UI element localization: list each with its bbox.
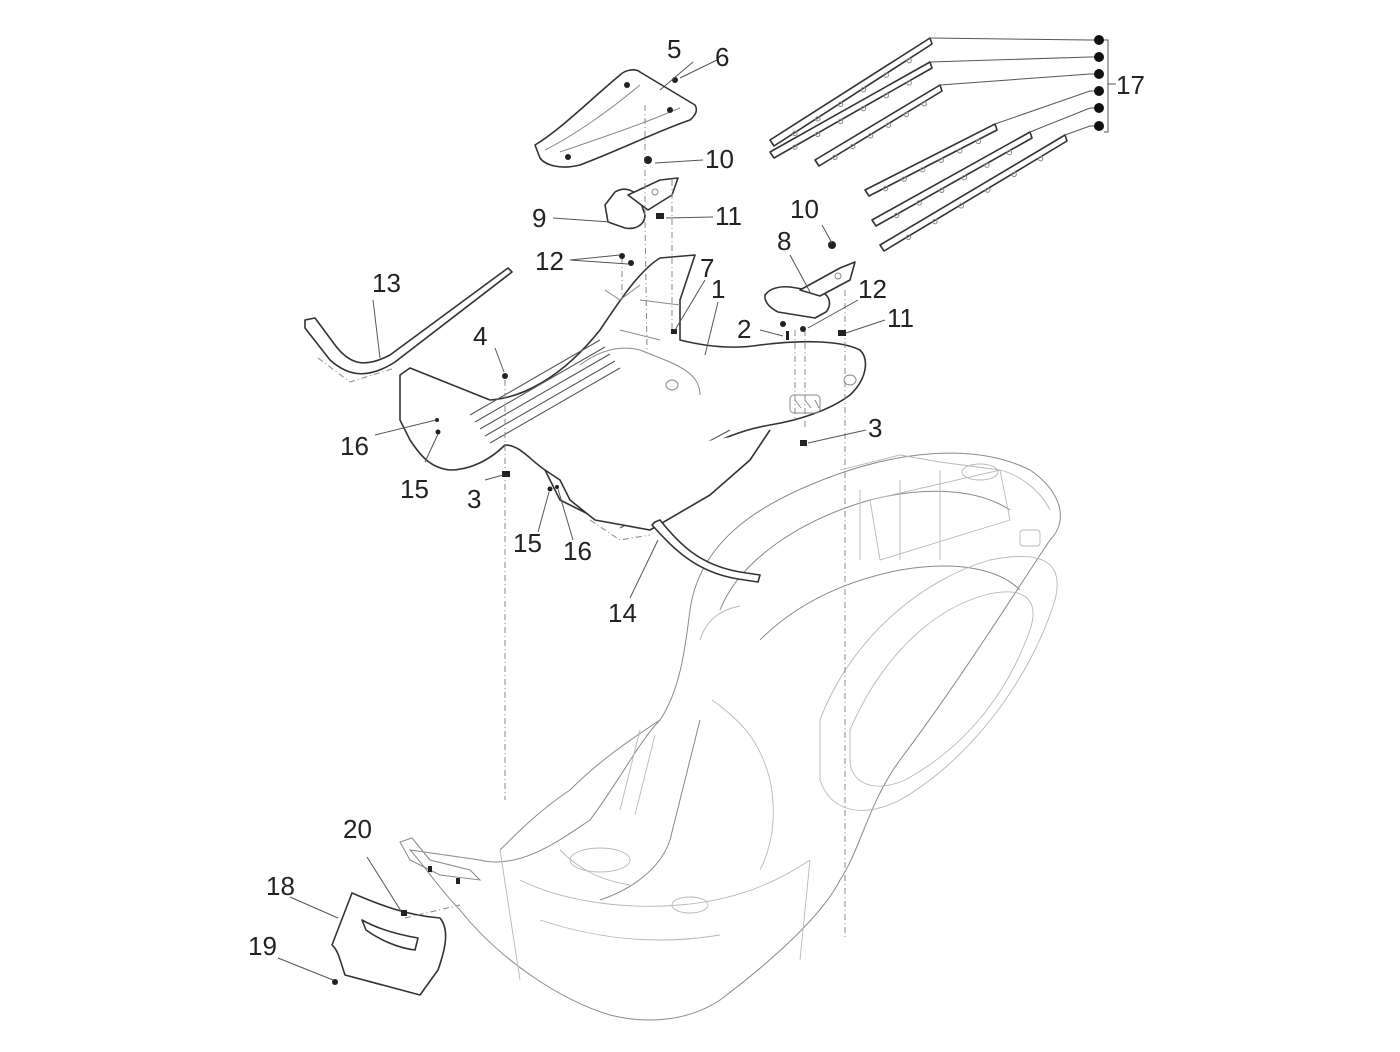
strip-nub [883, 93, 889, 99]
strip-dot [1094, 103, 1104, 113]
rubber-strip [871, 131, 1033, 227]
callout-labels: 1 2 3 3 4 5 6 7 8 9 10 10 11 11 12 12 13… [248, 34, 1145, 961]
strip-nub [901, 176, 907, 182]
strip-nub [882, 185, 889, 192]
callout-4: 4 [473, 321, 487, 351]
strip-dot [1094, 35, 1104, 45]
strip-nub [837, 118, 844, 125]
callout-3: 3 [467, 484, 481, 514]
callout-11: 11 [887, 303, 914, 333]
strip-nub [837, 101, 844, 107]
strip-nub [939, 187, 945, 193]
callout-19: 19 [248, 931, 277, 961]
callout-16: 16 [340, 431, 369, 461]
strip-nub [860, 87, 867, 93]
rubber-strip [769, 61, 933, 159]
strip-nub [850, 143, 856, 150]
part-17-bracket [929, 35, 1116, 136]
callout-5: 5 [667, 34, 681, 64]
strip-nub [906, 57, 912, 64]
callout-6: 6 [715, 42, 729, 72]
strip-nub [860, 105, 867, 112]
strip-nub [885, 122, 892, 128]
rubber-strip [864, 123, 998, 197]
part-1-footboard-panel [399, 254, 867, 531]
strip-leader [1064, 125, 1098, 136]
strip-dot [1094, 121, 1104, 131]
callout-10: 10 [790, 194, 819, 224]
callout-15: 15 [400, 474, 429, 504]
strip-nub [916, 200, 922, 206]
strip-leader [929, 56, 1098, 63]
strip-nub [961, 175, 967, 181]
strip-nub [906, 80, 912, 86]
strip-nub [815, 131, 821, 137]
strip-dot [1094, 69, 1104, 79]
strip-leader [1029, 107, 1098, 133]
strip-nub [1006, 149, 1013, 156]
part-18-front-cover [331, 892, 447, 996]
strip-nub [867, 133, 874, 139]
strip-leader [939, 73, 1098, 86]
strip-nub [958, 203, 964, 209]
callout-17: 17 [1116, 70, 1145, 100]
strip-nub [984, 162, 990, 168]
callout-12: 12 [535, 246, 564, 276]
callout-10: 10 [705, 144, 734, 174]
callout-8: 8 [777, 226, 791, 256]
leader-lines [277, 59, 886, 981]
strip-leader [994, 90, 1098, 125]
callout-15: 15 [513, 528, 542, 558]
strip-nub [1037, 156, 1044, 162]
callout-20: 20 [343, 814, 372, 844]
callout-13: 13 [372, 268, 401, 298]
callout-3: 3 [868, 413, 882, 443]
part-8-right-footrest [764, 261, 856, 319]
part-14-right-trim [651, 519, 761, 583]
callout-2: 2 [737, 314, 751, 344]
rubber-strip [814, 84, 943, 167]
strip-nub [903, 111, 909, 118]
strip-leader [929, 37, 1098, 41]
strip-dot [1094, 86, 1104, 96]
rubber-strip [879, 134, 1068, 252]
fasteners [332, 77, 846, 985]
callout-18: 18 [266, 871, 295, 901]
scooter-body-frame [399, 452, 1061, 1021]
strip-nub [832, 154, 838, 160]
strip-nub [921, 101, 927, 107]
rubber-strip [769, 37, 933, 147]
callout-7: 7 [700, 253, 714, 283]
strip-nub [938, 157, 944, 163]
part-5-tunnel-cover [534, 69, 698, 168]
strip-dot [1094, 52, 1104, 62]
part-17-rubber-strips [769, 37, 1068, 252]
callout-16: 16 [563, 536, 592, 566]
callout-14: 14 [608, 598, 637, 628]
strip-nub [985, 187, 991, 193]
strip-nub [957, 148, 963, 154]
strip-nub [1011, 171, 1017, 178]
part-13-left-trim [304, 267, 513, 383]
callout-12: 12 [858, 274, 887, 304]
callout-1: 1 [711, 274, 725, 304]
strip-nub [815, 116, 821, 122]
strip-nub [792, 130, 798, 137]
alignment-lines [404, 105, 846, 940]
strip-nub [920, 167, 926, 173]
strip-nub [792, 144, 798, 150]
callout-11: 11 [715, 201, 742, 231]
strip-nub [932, 218, 938, 225]
strip-nub [883, 72, 889, 78]
strip-nub [975, 138, 982, 145]
strip-nub [905, 234, 912, 240]
callout-9: 9 [532, 203, 546, 233]
strip-nub [893, 212, 900, 219]
part-9-left-footrest [604, 177, 679, 230]
